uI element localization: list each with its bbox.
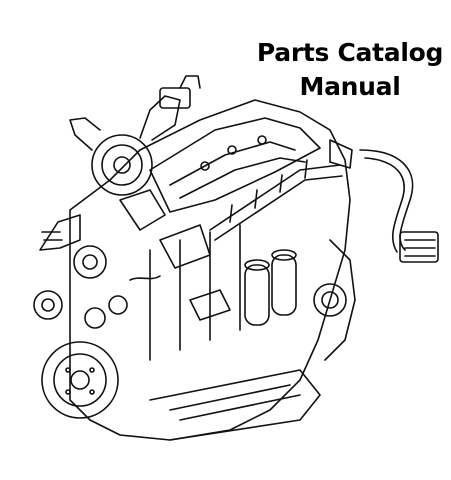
- title-line-1: Parts Catalog: [256, 38, 444, 67]
- page-title: Parts Catalog Manual: [250, 36, 450, 104]
- title-line-2: Manual: [299, 72, 401, 101]
